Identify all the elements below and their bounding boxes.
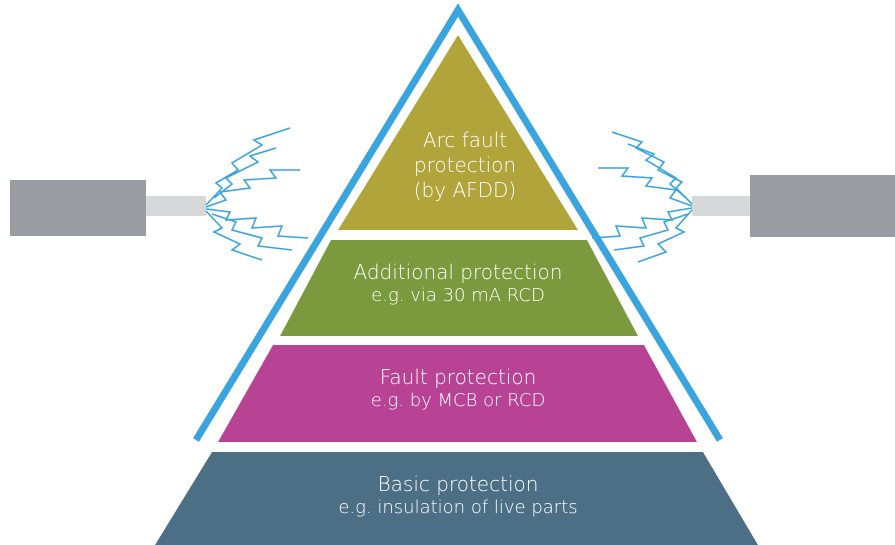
fault-protection-label: Fault protection e.g. by MCB or RCD xyxy=(278,365,638,413)
pyramid-outline xyxy=(193,3,723,442)
additional-protection-title: Additional protection xyxy=(353,260,563,284)
fault-protection-title: Fault protection xyxy=(379,365,537,389)
level-basic xyxy=(155,452,758,545)
arc-fault-line3: (by AFDD) xyxy=(413,178,517,202)
level-fault xyxy=(218,345,697,442)
basic-protection-label: Basic protection e.g. insulation of live… xyxy=(278,472,638,520)
basic-protection-example: e.g. insulation of live parts xyxy=(338,497,578,518)
additional-protection-example: e.g. via 30 mA RCD xyxy=(371,285,545,306)
additional-protection-label: Additional protection e.g. via 30 mA RCD xyxy=(278,260,638,308)
arc-fault-line1: Arc fault xyxy=(422,128,508,152)
right-cable-jacket xyxy=(750,175,895,237)
left-cable-jacket xyxy=(10,180,146,236)
left-cable-icon xyxy=(10,180,206,236)
arc-fault-label: Arc fault protection (by AFDD) xyxy=(285,128,645,203)
level-additional xyxy=(280,240,638,336)
left-cable-conductor xyxy=(146,196,206,216)
right-spark-icon xyxy=(591,131,693,263)
left-spark-icon xyxy=(205,127,309,261)
arc-fault-line2: protection xyxy=(413,153,517,177)
right-cable-conductor xyxy=(692,196,750,216)
basic-protection-title: Basic protection xyxy=(377,472,539,496)
fault-protection-example: e.g. by MCB or RCD xyxy=(370,390,546,411)
level-arc-fault xyxy=(338,35,578,230)
right-cable-icon xyxy=(692,175,895,237)
